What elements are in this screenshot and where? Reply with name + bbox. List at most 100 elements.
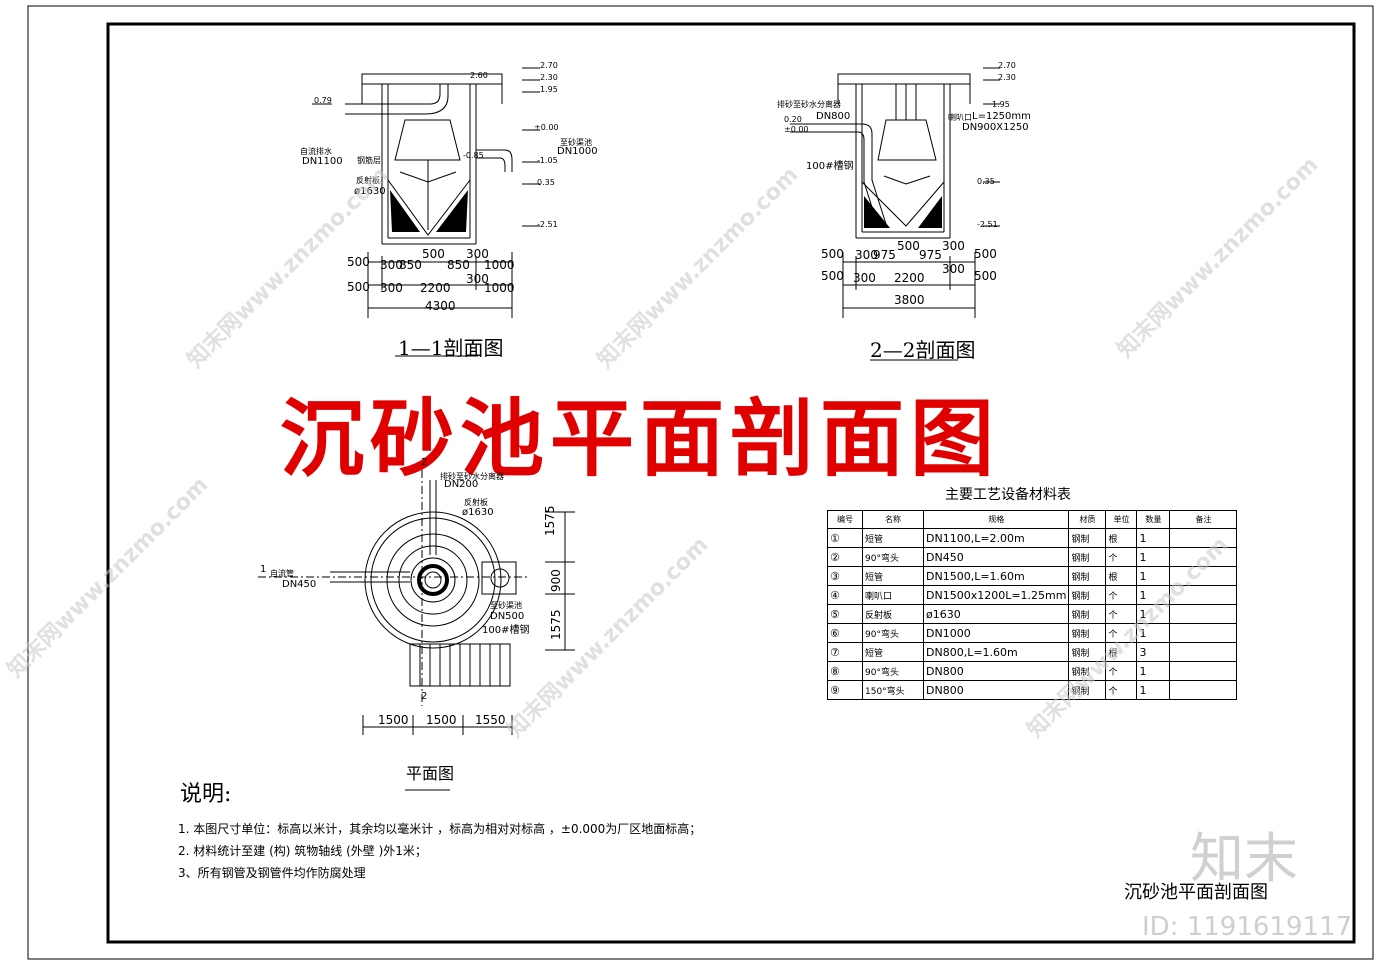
outlet-label: 至砂渠池 xyxy=(490,601,522,610)
dim-label: 2200 xyxy=(420,281,451,295)
table-header: 编号 xyxy=(827,510,863,529)
elevation-label: -2.51 xyxy=(537,220,558,229)
table-cell: 根 xyxy=(1105,528,1138,548)
table-cell: ⑧ xyxy=(827,661,863,681)
plan-drawing xyxy=(258,470,575,791)
dim-label: 500 xyxy=(422,247,445,261)
table-cell: 个 xyxy=(1105,680,1138,700)
dim-label: 1550 xyxy=(475,713,506,727)
banner-title: 沉砂池平面剖面图 xyxy=(280,389,1001,488)
dim-label: 500 xyxy=(974,269,997,283)
dim-label: 500 xyxy=(347,280,370,294)
bell-mouth-length: L=1250mm xyxy=(972,111,1031,122)
elevation-label: 2.30 xyxy=(540,73,558,82)
watermark-brand: 知末 xyxy=(1190,827,1298,890)
elevation-label: 0.35 xyxy=(537,178,555,187)
plan-title: 平面图 xyxy=(406,764,455,783)
dim-label: 975 xyxy=(873,248,896,262)
table-header: 材质 xyxy=(1068,510,1107,529)
channel-steel-label: 100#槽钢 xyxy=(806,161,854,172)
note-item: 1. 本图尺寸单位：标高以米计，其余均以毫米计 ，标高为相对对标高 ，±0.00… xyxy=(178,822,702,836)
reflector-spec: ø1630 xyxy=(462,507,494,518)
dim-label: 2200 xyxy=(894,271,925,285)
table-cell: 150°弯头 xyxy=(862,680,924,700)
table-cell: ① xyxy=(827,528,863,548)
sand-pipe-label: 排砂至砂水分离器 xyxy=(777,100,841,109)
inlet-spec: DN1100 xyxy=(302,156,343,167)
dim-label: 300 xyxy=(853,271,876,285)
title-block: 沉砂池平面剖面图 xyxy=(1124,882,1268,903)
section-1-drawing xyxy=(312,67,540,357)
sand-pipe-spec: DN800 xyxy=(816,111,851,122)
table-cell: DN1100,L=2.00m xyxy=(922,528,1070,548)
elevation-label: 1.95 xyxy=(540,85,558,94)
reflector-spec: ø1630 xyxy=(354,186,386,197)
table-header: 数量 xyxy=(1136,510,1171,529)
table-cell: DN450 xyxy=(922,547,1070,567)
elevation-label: ±0.00 xyxy=(784,125,809,134)
section-1-sand-fill xyxy=(390,190,468,232)
table-cell: 1 xyxy=(1136,528,1171,548)
table-title: 主要工艺设备材料表 xyxy=(945,487,1071,503)
inlet-label: 自流排水 xyxy=(300,147,332,156)
table-cell: 钢制 xyxy=(1068,566,1107,586)
outlet-label: 至砂渠池 xyxy=(560,138,592,147)
table-cell: DN800 xyxy=(922,680,1070,700)
table-cell: 1 xyxy=(1136,661,1171,681)
sand-pipe-spec: DN200 xyxy=(444,479,479,490)
elevation-label: 0.20 xyxy=(784,115,802,124)
dim-label: 300 xyxy=(942,239,965,253)
table-cell: DN800,L=1.60m xyxy=(922,642,1070,662)
elevation-label: 2.70 xyxy=(540,61,558,70)
reflector-label: 反射板 xyxy=(356,176,380,185)
section-1-title: 1—1剖面图 xyxy=(398,336,504,360)
inlet-label: 自流管 xyxy=(270,569,294,578)
table-cell: ⑥ xyxy=(827,623,863,643)
table-header: 名称 xyxy=(862,510,924,529)
table-cell: 1 xyxy=(1136,547,1171,567)
dim-label: 300 xyxy=(942,262,965,276)
elevation-label: -0.85 xyxy=(463,151,484,160)
dim-label: 1575 xyxy=(543,505,557,536)
elevation-label: ±0.00 xyxy=(534,123,559,132)
dim-label: 300 xyxy=(466,247,489,261)
table-cell: ø1630 xyxy=(922,604,1070,624)
bell-mouth-spec: DN900X1250 xyxy=(962,122,1029,133)
table-cell: 90°弯头 xyxy=(862,623,924,643)
outlet-spec: DN1000 xyxy=(557,146,598,157)
table-cell xyxy=(1169,642,1238,662)
section-2-title: 2—2剖面图 xyxy=(870,338,976,362)
table-cell: ⑨ xyxy=(827,680,863,700)
watermark-id: ID: 1191619117 xyxy=(1142,912,1353,942)
dim-label: 850 xyxy=(447,258,470,272)
sand-pipe-label: 排砂至砂水分离器 xyxy=(440,472,504,481)
table-cell: 90°弯头 xyxy=(862,661,924,681)
elevation-label: 2.30 xyxy=(998,73,1016,82)
table-cell: 短管 xyxy=(862,566,924,586)
notes-heading: 说明: xyxy=(180,782,232,807)
table-cell: ② xyxy=(827,547,863,567)
dim-label: 300 xyxy=(855,248,878,262)
table-cell: 钢制 xyxy=(1068,604,1107,624)
notes-list: 1. 本图尺寸单位：标高以米计，其余均以毫米计 ，标高为相对对标高 ，±0.00… xyxy=(178,818,701,884)
table-cell: 根 xyxy=(1105,566,1138,586)
table-cell: ④ xyxy=(827,585,863,605)
table-cell: 钢制 xyxy=(1068,585,1107,605)
table-cell: 短管 xyxy=(862,528,924,548)
table-cell xyxy=(1169,623,1238,643)
table-cell: 反射板 xyxy=(862,604,924,624)
dim-total: 3800 xyxy=(894,293,925,307)
elevation-label: -1.05 xyxy=(537,156,558,165)
elevation-label: 1.95 xyxy=(992,100,1010,109)
table-cell: 喇叭口 xyxy=(862,585,924,605)
table-cell: DN1500x1200L=1.25mm xyxy=(922,585,1070,605)
elevation-label: 2.60 xyxy=(470,71,488,80)
dim-label: 500 xyxy=(897,239,920,253)
table-cell: 90°弯头 xyxy=(862,547,924,567)
inlet-spec: DN450 xyxy=(282,579,317,590)
section-mark: 2 xyxy=(421,457,428,468)
section-mark: 1 xyxy=(260,564,267,575)
